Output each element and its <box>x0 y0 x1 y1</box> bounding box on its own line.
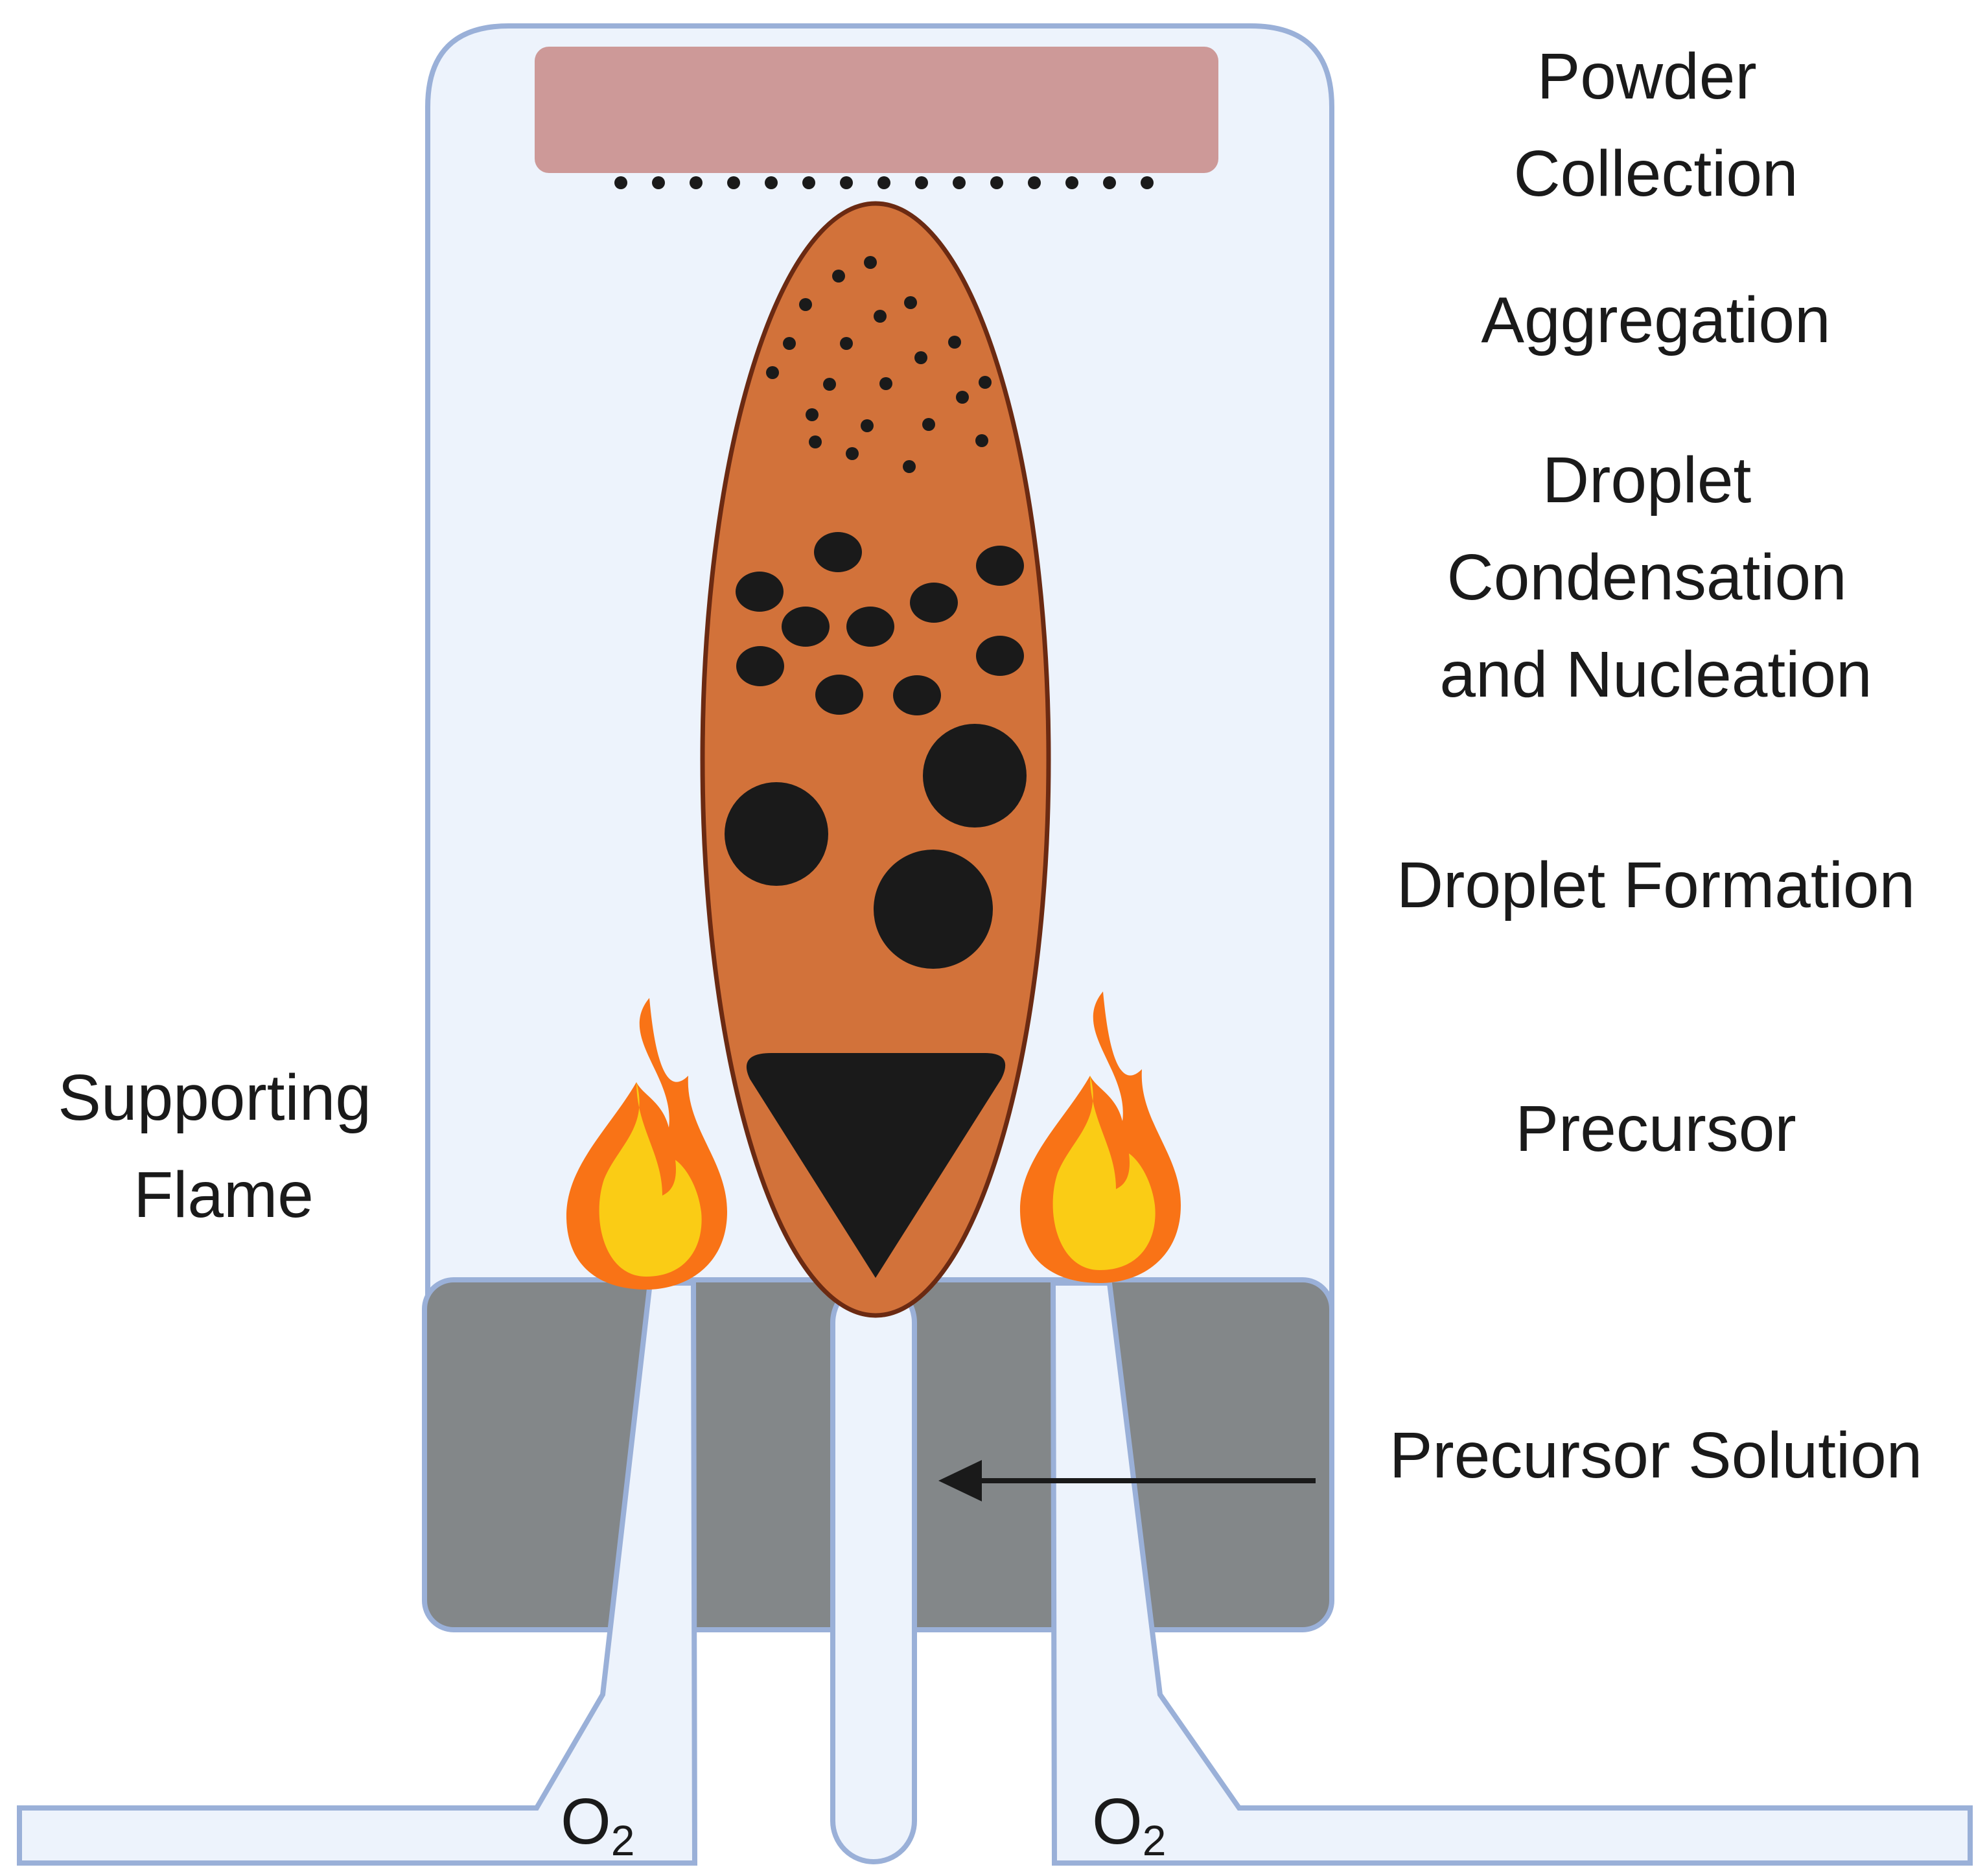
aggregation-label: Aggregation <box>1481 284 1830 356</box>
powder-dot <box>1141 176 1154 189</box>
oxygen-inlet-right <box>1050 1280 1973 1866</box>
aggregation-particle <box>914 351 927 364</box>
nucleation-particle <box>782 607 830 647</box>
nucleation-particle <box>736 572 784 612</box>
aggregation-particle <box>879 377 892 390</box>
aggregation-particle <box>809 435 822 448</box>
nucleation-particle <box>910 583 958 623</box>
aggregation-particle <box>799 298 812 311</box>
aggregation-particle <box>766 366 779 379</box>
powder-dot <box>614 176 627 189</box>
droplet <box>923 724 1027 828</box>
powder-dot <box>765 176 778 189</box>
precursor-label: Precursor <box>1515 1093 1796 1165</box>
aggregation-particle <box>823 378 836 391</box>
powder-dot <box>1103 176 1116 189</box>
droplet <box>725 782 828 886</box>
aggregation-particle <box>956 391 969 404</box>
precursor-solution-arrowhead <box>938 1460 982 1501</box>
aggregation-particle <box>922 418 935 431</box>
powder-dot <box>1028 176 1041 189</box>
aggregation-particle <box>975 434 988 447</box>
supporting-flame-left <box>566 998 727 1290</box>
powder-dot <box>690 176 703 189</box>
powder-dot <box>840 176 853 189</box>
fire-inner-icon <box>1052 1076 1156 1270</box>
droplet-formation-droplets <box>725 724 1027 969</box>
aggregation-particle <box>861 419 874 432</box>
collected-powder-dots <box>614 176 1154 189</box>
aggregation-particle <box>979 376 992 389</box>
powder-dot <box>877 176 890 189</box>
oxygen-inlet-left <box>17 1280 698 1866</box>
nucleation-particle <box>815 675 863 715</box>
supporting-flame-right <box>1019 991 1181 1283</box>
aggregation-particle <box>840 337 853 350</box>
precursor-cone <box>746 1053 1006 1278</box>
precursor-feed-tube <box>830 1279 917 1864</box>
nucleation-particle <box>814 532 862 572</box>
powder-dot <box>1065 176 1078 189</box>
condensation-nucleation-particles <box>736 532 1024 715</box>
aggregation-particle <box>864 256 877 269</box>
nucleation-particle <box>976 546 1024 586</box>
oxygen-left-label: O2 <box>561 1785 635 1864</box>
oxygen-right-label: O2 <box>1092 1785 1167 1864</box>
supporting-flame-label: Supporting Flame <box>58 1061 389 1231</box>
nucleation-particle <box>736 646 784 686</box>
aggregation-particle <box>904 296 917 309</box>
powder-dot <box>953 176 966 189</box>
powder-dot <box>652 176 665 189</box>
fire-inner-icon <box>599 1082 702 1277</box>
powder-dot <box>802 176 815 189</box>
powder-dot <box>990 176 1003 189</box>
aggregation-particle <box>783 337 796 350</box>
main-flame <box>700 201 1051 1318</box>
powder-collector <box>535 47 1218 173</box>
aggregation-particle <box>846 447 859 460</box>
droplet-condensation-label: Droplet Condensation and Nucleation <box>1439 444 1872 711</box>
aggregation-particle <box>874 310 887 323</box>
precursor-solution-label: Precursor Solution <box>1389 1419 1923 1492</box>
droplet-formation-label: Droplet Formation <box>1397 849 1915 921</box>
nucleation-particle <box>893 675 941 715</box>
powder-dot <box>727 176 740 189</box>
aggregation-particle <box>948 336 961 349</box>
powder-dot <box>915 176 928 189</box>
aggregation-particle <box>806 408 819 421</box>
nucleation-particle <box>846 607 894 647</box>
nucleation-particle <box>976 636 1024 676</box>
droplet <box>874 850 993 969</box>
powder-collection-label: Powder Collection <box>1513 40 1798 210</box>
aggregation-particles <box>766 256 992 473</box>
aggregation-particle <box>903 460 916 473</box>
aggregation-particle <box>832 270 845 283</box>
